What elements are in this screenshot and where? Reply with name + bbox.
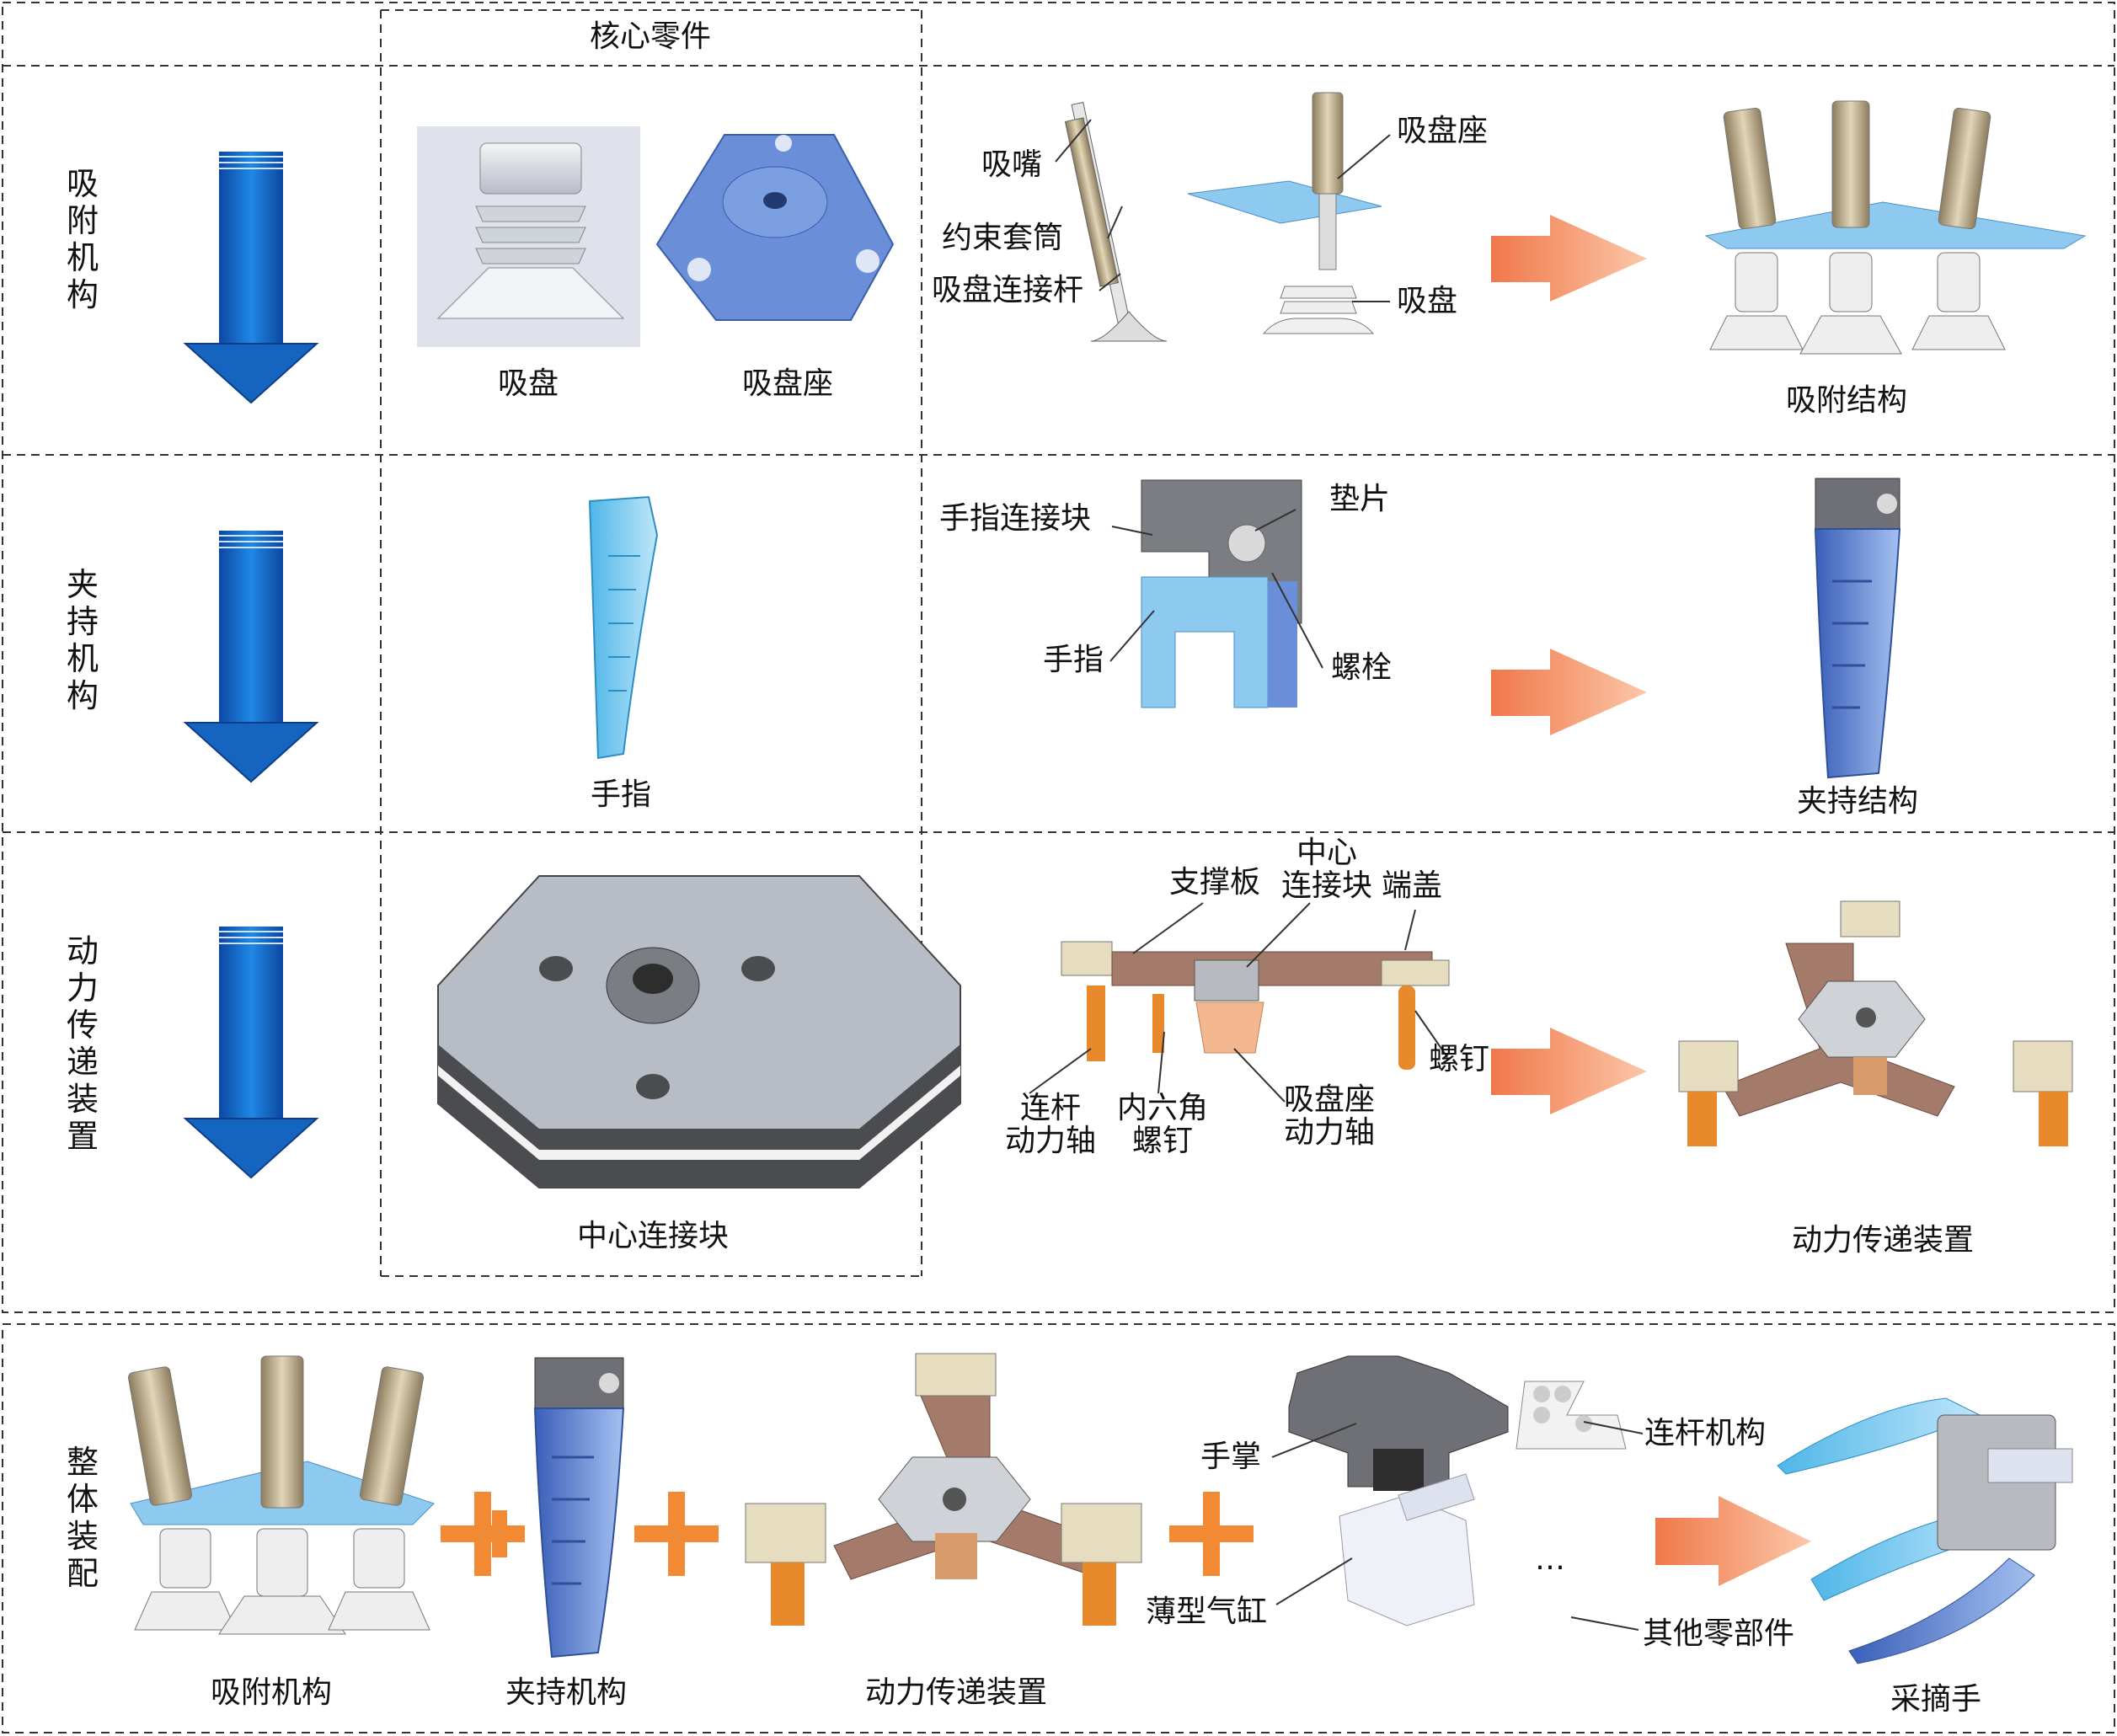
part-label-suction-cup: 吸盘 (497, 366, 559, 401)
callout-other-parts: 其他零部件 (1643, 1616, 1795, 1651)
callout-hex-screw-1: 内六角 (1116, 1091, 1209, 1125)
callout-linkage-power-shaft-1: 连杆 (1019, 1091, 1082, 1125)
row-title-adsorption: 吸附机构 (66, 165, 99, 313)
result-label-clamping: 夹持结构 (1796, 784, 1919, 819)
callout-finger-connecting-block: 手指连接块 (939, 501, 1092, 536)
assembly-label-clamping: 夹持机构 (505, 1675, 628, 1710)
power-transmission-section-illustration (1061, 941, 1450, 1070)
assembly-label-power-transmission: 动力传递装置 (864, 1675, 1048, 1710)
arrow-down-icon (183, 927, 319, 1179)
part-label-center-block: 中心连接块 (576, 1219, 730, 1253)
suction-exploded-illustration (1064, 92, 1382, 342)
callout-suction-cup: 吸盘 (1397, 284, 1458, 318)
arrow-down-icon (183, 152, 319, 404)
finger-joint-section-illustration (1141, 479, 1302, 708)
callout-suction-rod: 吸盘连接杆 (932, 273, 1084, 307)
callout-linkage-power-shaft-2: 动力轴 (1004, 1124, 1097, 1158)
result-label-power-transmission: 动力传递装置 (1791, 1223, 1975, 1258)
arrow-right-icon (1491, 649, 1647, 735)
part-label-suction-cup-seat: 吸盘座 (741, 366, 834, 401)
plus-icon (1169, 1492, 1254, 1576)
row-title-power-transmission: 动力传递装置 (66, 932, 99, 1155)
callout-seat-power-shaft-2: 动力轴 (1283, 1115, 1376, 1150)
callout-center: 中心 (1296, 836, 1358, 870)
callout-nozzle: 吸嘴 (981, 147, 1043, 182)
callout-seat-power-shaft-1: 吸盘座 (1283, 1082, 1376, 1117)
center-connecting-block-illustration (437, 875, 961, 1188)
result-label-picking-hand: 采摘手 (1890, 1682, 1982, 1717)
picking-hand-illustration (1777, 1397, 2073, 1664)
thin-cylinder-illustration (1339, 1473, 1475, 1626)
callout-thin-cylinder: 薄型气缸 (1146, 1594, 1268, 1629)
core-parts-header: 核心零件 (589, 19, 712, 54)
ellipsis: … (1535, 1542, 1565, 1577)
part-label-finger: 手指 (590, 777, 652, 812)
assembly-adsorption-illustration (127, 1355, 435, 1635)
callout-screw: 螺钉 (1429, 1042, 1490, 1076)
plus-icon (634, 1492, 719, 1576)
assembly-power-transmission-illustration (745, 1353, 1142, 1626)
linkage-illustration (1516, 1381, 1627, 1450)
row-title-clamping: 夹持机构 (66, 566, 99, 714)
callout-palm: 手掌 (1200, 1440, 1262, 1474)
row-title-assembly: 整体装配 (66, 1444, 99, 1592)
leader-lines (1029, 119, 1644, 1631)
top-frame (2, 2, 2115, 1313)
finger-illustration (588, 495, 659, 760)
callout-connecting-block: 连接块 (1280, 868, 1373, 903)
assembly-label-adsorption: 吸附机构 (210, 1675, 333, 1710)
arrow-right-icon (1491, 1028, 1647, 1114)
arrow-right-icon (1655, 1496, 1811, 1586)
callout-hex-screw-2: 螺钉 (1131, 1124, 1194, 1158)
suction-cup-seat-illustration (655, 134, 895, 321)
arrow-right-icon (1491, 215, 1647, 302)
callout-gasket: 垫片 (1329, 482, 1391, 516)
callout-constraint-sleeve: 约束套筒 (942, 221, 1064, 255)
plus-icon (441, 1492, 525, 1576)
adsorption-structure-illustration (1704, 100, 2087, 355)
callout-finger: 手指 (1043, 643, 1104, 677)
result-label-adsorption: 吸附结构 (1785, 383, 1908, 418)
suction-cup-illustration (417, 126, 640, 347)
callout-bolt: 螺栓 (1331, 650, 1393, 685)
assembly-clamping-illustration (533, 1357, 625, 1659)
palm-illustration (1288, 1355, 1509, 1491)
callout-linkage-mechanism: 连杆机构 (1644, 1416, 1767, 1450)
power-transmission-device-illustration (1678, 900, 2073, 1146)
callout-support-plate: 支撑板 (1169, 865, 1261, 900)
clamping-structure-illustration (1814, 478, 1901, 779)
arrow-down-icon (183, 531, 319, 783)
callout-end-cap: 端盖 (1382, 868, 1443, 903)
callout-suction-seat: 吸盘座 (1397, 114, 1489, 148)
